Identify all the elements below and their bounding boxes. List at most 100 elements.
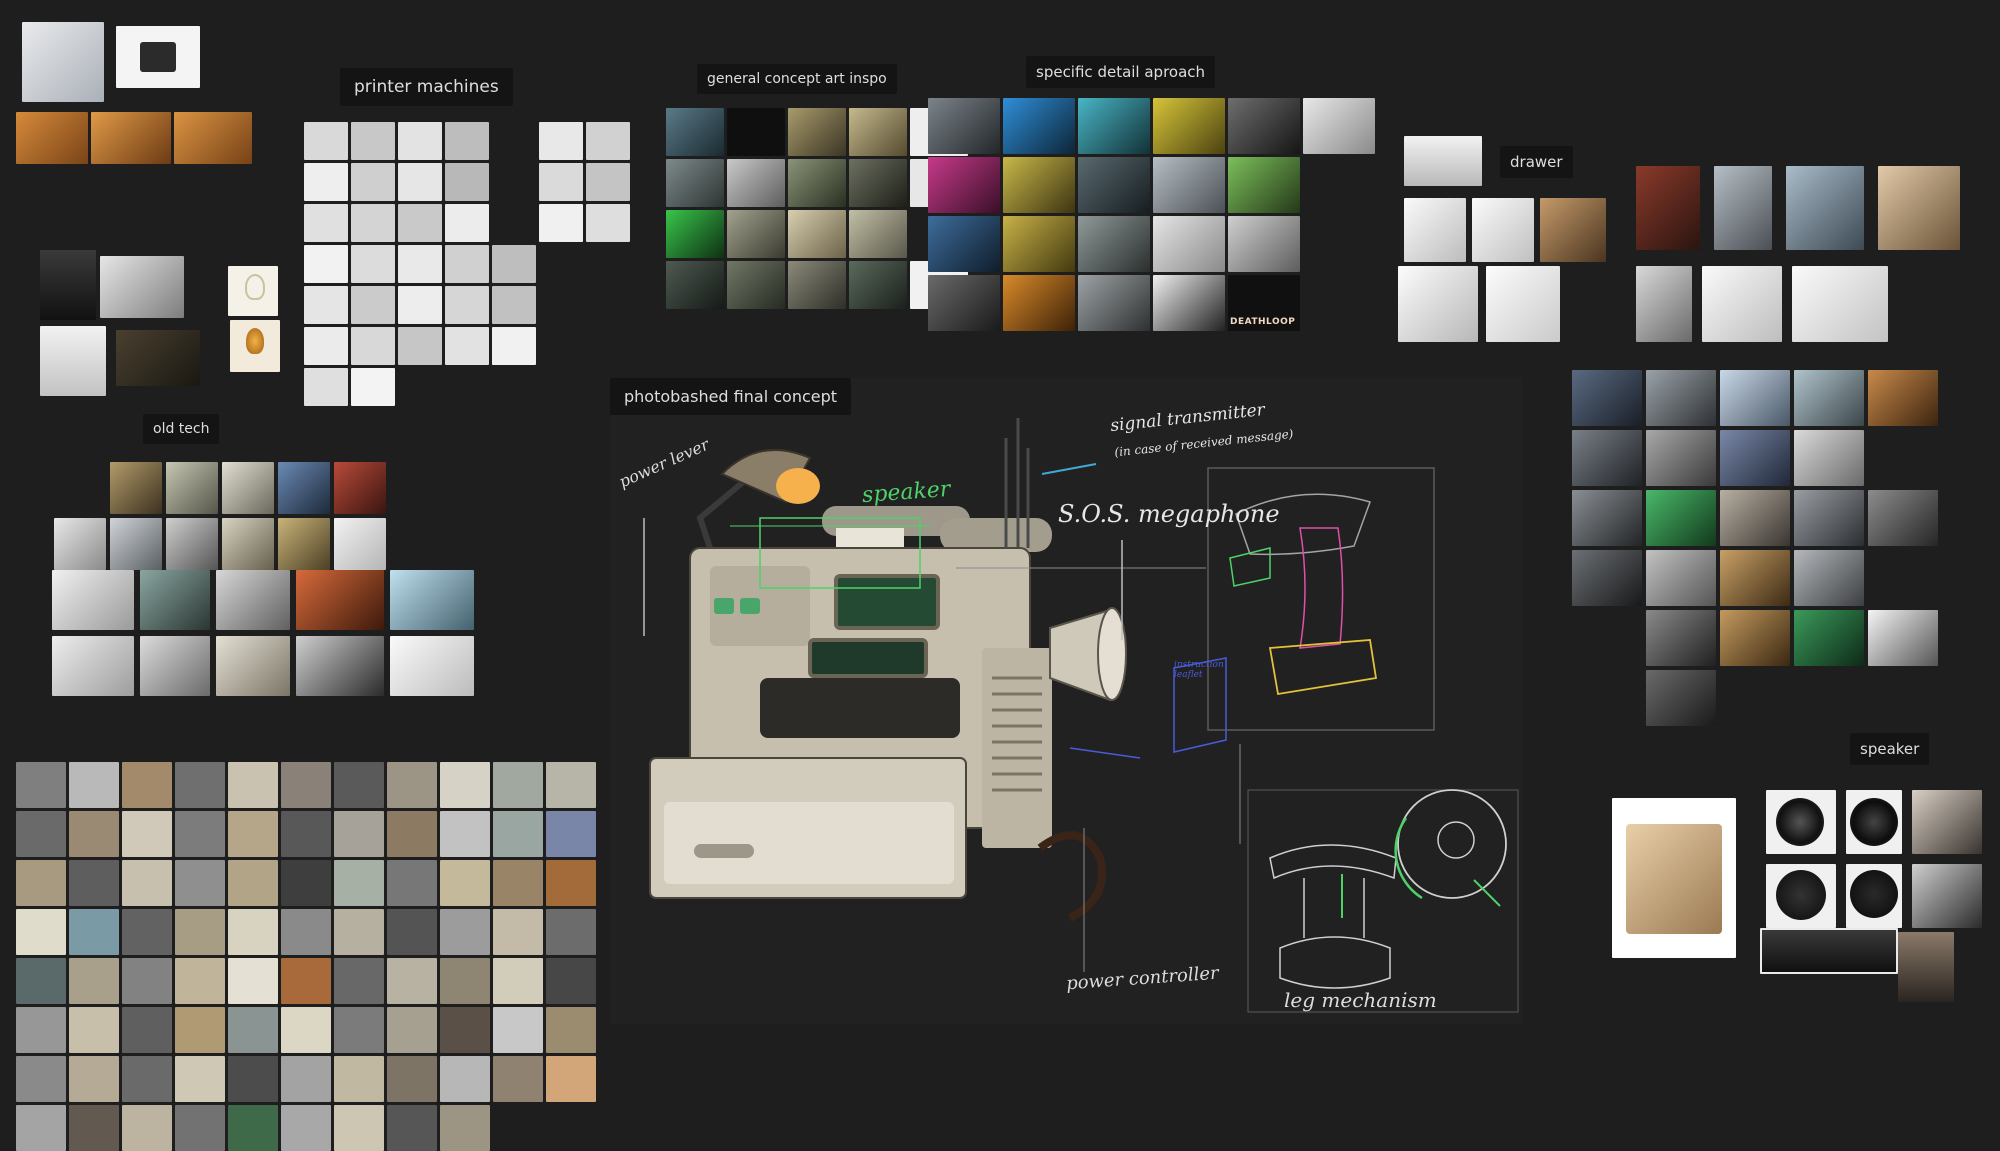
reference-image[interactable] <box>1078 275 1150 331</box>
reference-image[interactable] <box>546 1007 596 1053</box>
reference-image[interactable]: DEATHLOOP <box>1228 275 1300 331</box>
reference-image[interactable] <box>228 1105 278 1151</box>
reference-image[interactable] <box>110 462 162 514</box>
reference-image[interactable] <box>1572 610 1642 666</box>
reference-image-bulb-vintage[interactable] <box>230 320 280 372</box>
reference-image[interactable] <box>493 909 543 955</box>
reference-image[interactable] <box>216 636 290 696</box>
reference-image[interactable] <box>1153 157 1225 213</box>
reference-image[interactable] <box>304 327 348 365</box>
reference-image[interactable] <box>334 909 384 955</box>
reference-image[interactable] <box>281 1105 331 1151</box>
reference-image[interactable] <box>1794 370 1864 426</box>
reference-image[interactable] <box>1228 216 1300 272</box>
reference-image[interactable] <box>1868 610 1938 666</box>
reference-image[interactable] <box>222 462 274 514</box>
reference-image[interactable] <box>849 210 907 258</box>
reference-image[interactable] <box>1786 166 1864 250</box>
reference-image[interactable] <box>445 286 489 324</box>
reference-image-case[interactable] <box>40 326 106 396</box>
reference-image[interactable] <box>1846 864 1902 928</box>
reference-image[interactable] <box>1766 790 1836 854</box>
reference-image[interactable] <box>1878 166 1960 250</box>
reference-image-wooden-machine[interactable] <box>1612 798 1736 958</box>
reference-image[interactable] <box>304 368 348 406</box>
reference-image[interactable] <box>110 518 162 570</box>
reference-image[interactable] <box>586 245 630 283</box>
reference-image[interactable] <box>122 1105 172 1151</box>
reference-image[interactable] <box>1794 490 1864 546</box>
reference-image[interactable] <box>281 860 331 906</box>
reference-image[interactable] <box>387 909 437 955</box>
reference-image[interactable] <box>281 811 331 857</box>
reference-image[interactable] <box>296 636 384 696</box>
reference-image[interactable] <box>69 762 119 808</box>
reference-image[interactable] <box>539 245 583 283</box>
reference-image[interactable] <box>351 368 395 406</box>
reference-image-tape-recorder[interactable] <box>100 256 184 318</box>
reference-image[interactable] <box>69 1105 119 1151</box>
reference-image[interactable] <box>140 570 210 630</box>
reference-image-cartridge[interactable] <box>116 26 200 88</box>
reference-image[interactable] <box>1720 370 1790 426</box>
reference-image[interactable] <box>849 261 907 309</box>
reference-image[interactable] <box>216 570 290 630</box>
reference-image-boombox[interactable] <box>1760 928 1898 974</box>
reference-image[interactable] <box>440 909 490 955</box>
reference-image[interactable] <box>1078 98 1150 154</box>
reference-image[interactable] <box>546 1056 596 1102</box>
reference-image[interactable] <box>351 122 395 160</box>
reference-image[interactable] <box>122 1007 172 1053</box>
reference-image[interactable] <box>727 261 785 309</box>
reference-image[interactable] <box>539 163 583 201</box>
reference-image[interactable] <box>492 286 536 324</box>
reference-image[interactable] <box>493 1056 543 1102</box>
reference-image[interactable] <box>493 1007 543 1053</box>
reference-image[interactable] <box>16 762 66 808</box>
reference-image[interactable] <box>1003 157 1075 213</box>
group-label-speaker[interactable]: speaker <box>1850 733 1930 765</box>
reference-image[interactable] <box>1720 430 1790 486</box>
group-label-general-concept[interactable]: general concept art inspo <box>697 64 897 94</box>
reference-image[interactable] <box>440 1056 490 1102</box>
reference-image[interactable] <box>228 1007 278 1053</box>
reference-image[interactable] <box>445 327 489 365</box>
reference-image[interactable] <box>1303 98 1375 154</box>
reference-image[interactable] <box>54 518 106 570</box>
reference-image[interactable] <box>16 860 66 906</box>
reference-image[interactable] <box>1702 266 1782 342</box>
reference-image[interactable] <box>1868 430 1938 486</box>
reference-image[interactable] <box>546 762 596 808</box>
reference-image[interactable] <box>788 210 846 258</box>
reference-image[interactable] <box>52 636 134 696</box>
group-label-specific-detail[interactable]: specific detail aproach <box>1026 56 1216 88</box>
reference-image[interactable] <box>1078 157 1150 213</box>
reference-image[interactable] <box>727 159 785 207</box>
reference-image[interactable] <box>493 811 543 857</box>
reference-image[interactable] <box>1472 198 1534 262</box>
reference-image[interactable] <box>928 275 1000 331</box>
reference-image[interactable] <box>788 261 846 309</box>
reference-image[interactable] <box>334 1056 384 1102</box>
reference-image[interactable] <box>928 216 1000 272</box>
reference-image[interactable] <box>1572 370 1642 426</box>
reference-image[interactable] <box>1646 610 1716 666</box>
reference-image[interactable] <box>445 245 489 283</box>
reference-image[interactable] <box>1720 490 1790 546</box>
reference-image[interactable] <box>69 1056 119 1102</box>
reference-image[interactable] <box>122 909 172 955</box>
reference-image[interactable] <box>1636 266 1692 342</box>
reference-image[interactable] <box>387 958 437 1004</box>
reference-image[interactable] <box>390 636 474 696</box>
reference-image[interactable] <box>281 1007 331 1053</box>
reference-image[interactable] <box>1572 550 1642 606</box>
reference-image[interactable] <box>440 1007 490 1053</box>
reference-image[interactable] <box>351 286 395 324</box>
reference-image[interactable] <box>1572 490 1642 546</box>
reference-image-printer-box[interactable] <box>22 22 104 102</box>
reference-image[interactable] <box>296 570 384 630</box>
reference-image[interactable] <box>1153 275 1225 331</box>
reference-image[interactable] <box>493 860 543 906</box>
reference-image[interactable] <box>351 327 395 365</box>
reference-image[interactable] <box>334 958 384 1004</box>
